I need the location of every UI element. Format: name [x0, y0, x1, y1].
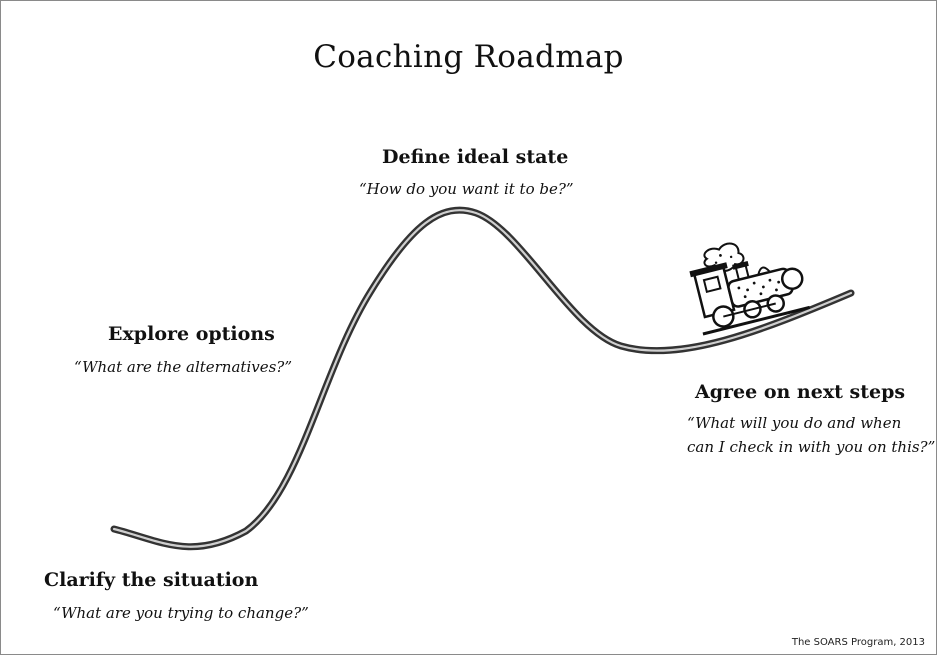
stage-define-heading: Define ideal state	[382, 146, 569, 168]
stage-agree-question-line2: can I check in with you on this?”	[687, 438, 936, 456]
stage-agree-heading: Agree on next steps	[695, 381, 906, 403]
train-icon	[689, 242, 811, 336]
stage-define-question: “How do you want it to be?”	[359, 180, 574, 198]
stage-clarify-heading: Clarify the situation	[44, 569, 259, 591]
stage-explore-question: “What are the alternatives?”	[74, 358, 292, 376]
stage-agree-question-line1: “What will you do and when	[687, 414, 902, 432]
stage-explore-heading: Explore options	[108, 323, 275, 345]
credit-footer: The SOARS Program, 2013	[791, 637, 925, 648]
stage-clarify-question: “What are you trying to change?”	[53, 604, 309, 622]
slide-title: Coaching Roadmap	[313, 39, 624, 75]
